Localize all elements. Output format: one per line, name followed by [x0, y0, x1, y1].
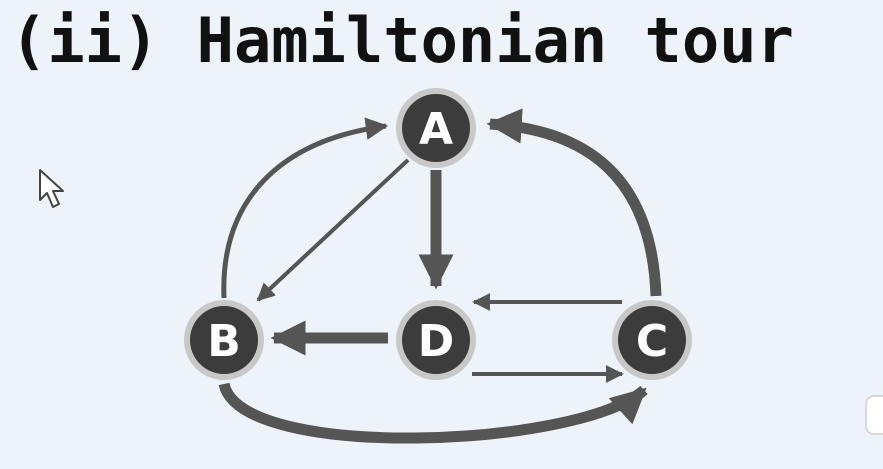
node-label-a: A	[419, 104, 453, 155]
edge-artifact-icon	[865, 395, 883, 435]
edge-b-to-c	[218, 382, 648, 444]
graph-node-d: D	[396, 300, 476, 380]
graph-edges	[218, 108, 662, 444]
graph-node-a: A	[396, 88, 476, 168]
graph-node-b: B	[184, 300, 264, 380]
edge-b-to-a	[221, 117, 389, 299]
edge-c-to-a	[486, 108, 662, 297]
node-label-b: B	[207, 316, 241, 367]
graph-node-c: C	[612, 300, 692, 380]
node-label-d: D	[418, 316, 455, 367]
node-label-c: C	[636, 316, 668, 367]
mouse-pointer-icon	[39, 169, 64, 208]
edge-a-to-b	[256, 158, 410, 302]
slide-title: (ii) Hamiltonian tour	[10, 4, 794, 77]
